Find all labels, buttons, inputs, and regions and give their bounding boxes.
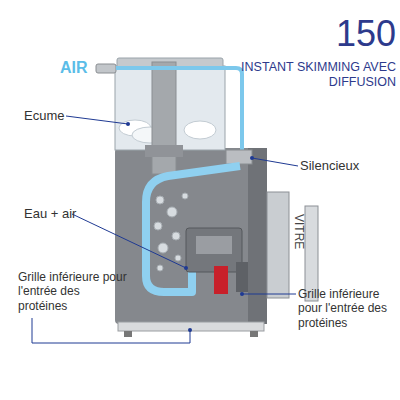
pump-impeller [214, 266, 228, 294]
foam [184, 121, 216, 139]
glass-label: VITRE [292, 214, 306, 249]
bubble [172, 232, 180, 240]
bubble [156, 196, 164, 204]
part-label: Grille inférieure pour l'entrée des prot… [18, 270, 130, 313]
bubble [158, 243, 168, 253]
part-label: Ecume [24, 108, 64, 124]
foot [124, 331, 132, 337]
leader-lines [32, 116, 298, 343]
bubbles [154, 193, 188, 271]
part-label: Eau + air [24, 206, 76, 222]
bubble [157, 265, 163, 271]
part-label: Silencieux [300, 158, 359, 174]
pump-head [196, 236, 232, 254]
silencer [226, 150, 252, 164]
bubble [182, 193, 188, 199]
back-panel [267, 192, 289, 298]
riser-tube [152, 62, 176, 174]
leader-line [32, 318, 190, 343]
pump [186, 228, 242, 272]
body-side [248, 148, 267, 324]
air-hose [116, 68, 242, 152]
leader-line [242, 294, 296, 295]
leader-line [66, 116, 128, 124]
leader-line [252, 158, 298, 166]
bubble [175, 255, 181, 261]
bubble [167, 207, 177, 217]
part-label: Grille inférieure pour l'entrée des prot… [298, 287, 400, 330]
glass-panel [305, 206, 318, 301]
skimmer-body [115, 148, 267, 324]
bubble [154, 222, 162, 230]
intake-grid [236, 262, 248, 292]
leader-line [72, 214, 186, 268]
air-fitting [96, 64, 116, 73]
foot [250, 331, 258, 337]
air-label: AIR [60, 58, 88, 77]
leader-dot [126, 122, 130, 126]
leader-dot [184, 266, 188, 270]
leader-dots [126, 122, 254, 332]
base-plate [118, 322, 264, 331]
leader-dot [240, 292, 244, 296]
subtitle: INSTANT SKIMMING AVEC DIFFUSION [221, 60, 396, 90]
product-number: 150 [300, 12, 396, 55]
neck [145, 145, 183, 157]
leader-dot [188, 328, 192, 332]
leader-dot [250, 156, 254, 160]
